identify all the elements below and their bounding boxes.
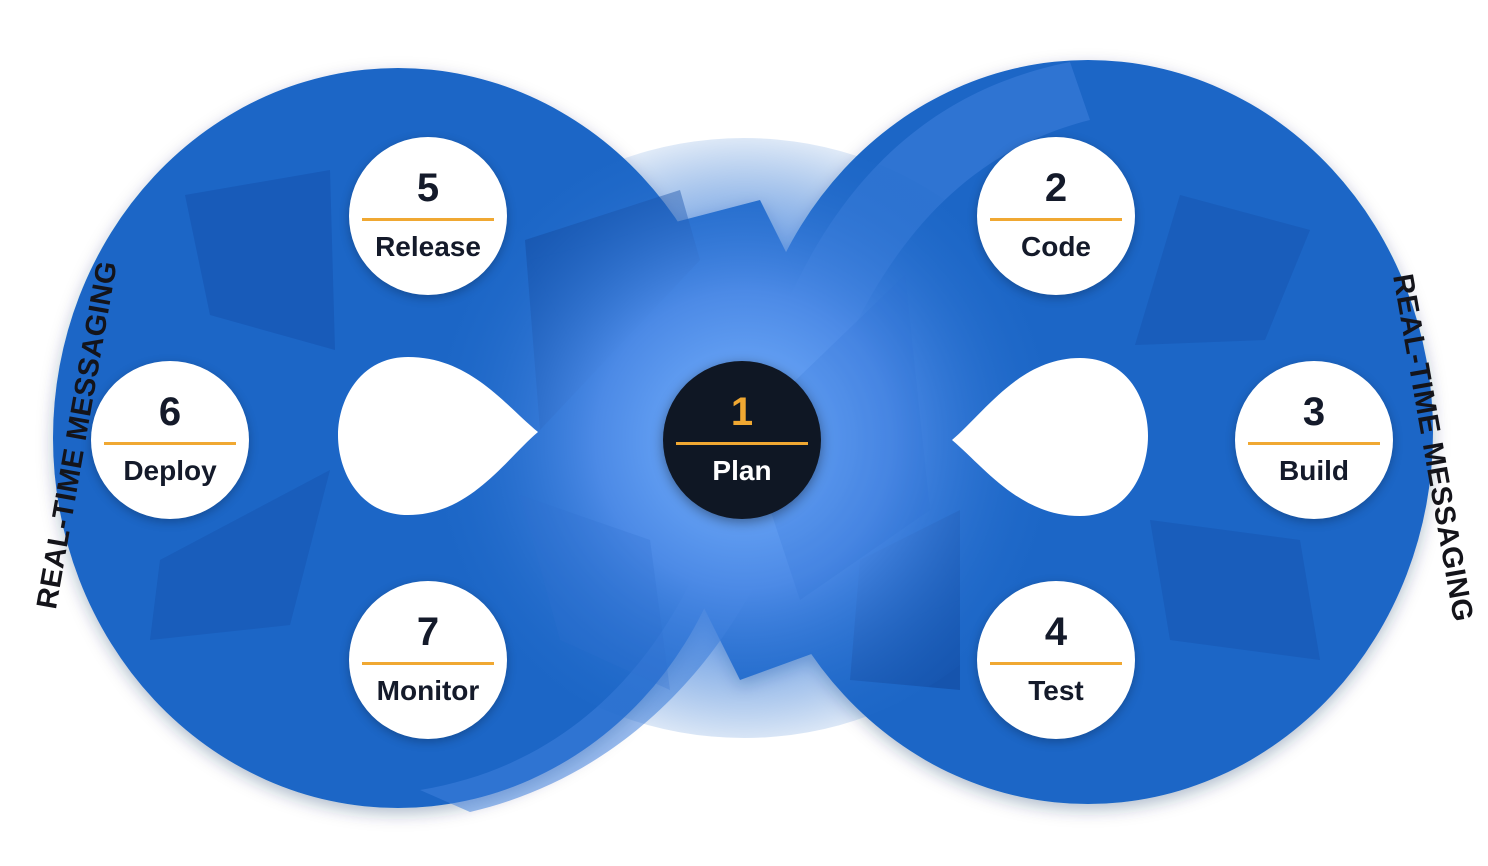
stage-code: 2 Code — [977, 137, 1135, 295]
stage-number: 3 — [1302, 389, 1326, 434]
stage-number: 4 — [1044, 609, 1068, 654]
stage-release: 5 Release — [349, 137, 507, 295]
stage-deploy: 6 Deploy — [91, 361, 249, 519]
stage-plan: 1 Plan — [663, 361, 821, 519]
stage-number: 7 — [416, 609, 440, 654]
stage-build: 3 Build — [1235, 361, 1393, 519]
stage-test: 4 Test — [977, 581, 1135, 739]
stage-divider — [362, 661, 494, 665]
stage-name: Plan — [712, 454, 772, 486]
stage-divider — [362, 217, 494, 221]
stage-monitor: 7 Monitor — [349, 581, 507, 739]
stage-divider — [104, 441, 236, 445]
stage-number: 5 — [416, 165, 440, 210]
stage-divider — [990, 661, 1122, 665]
stage-name: Build — [1279, 454, 1349, 486]
stage-divider — [1248, 441, 1380, 445]
stage-number: 2 — [1044, 165, 1068, 210]
stage-name: Code — [1021, 230, 1091, 262]
stage-name: Test — [1028, 674, 1084, 706]
stage-name: Deploy — [123, 454, 217, 486]
stage-name: Release — [375, 230, 481, 262]
stage-divider — [676, 441, 808, 445]
stage-divider — [990, 217, 1122, 221]
stage-number: 6 — [158, 389, 182, 434]
stage-name: Monitor — [376, 674, 480, 706]
stage-number: 1 — [730, 389, 754, 434]
